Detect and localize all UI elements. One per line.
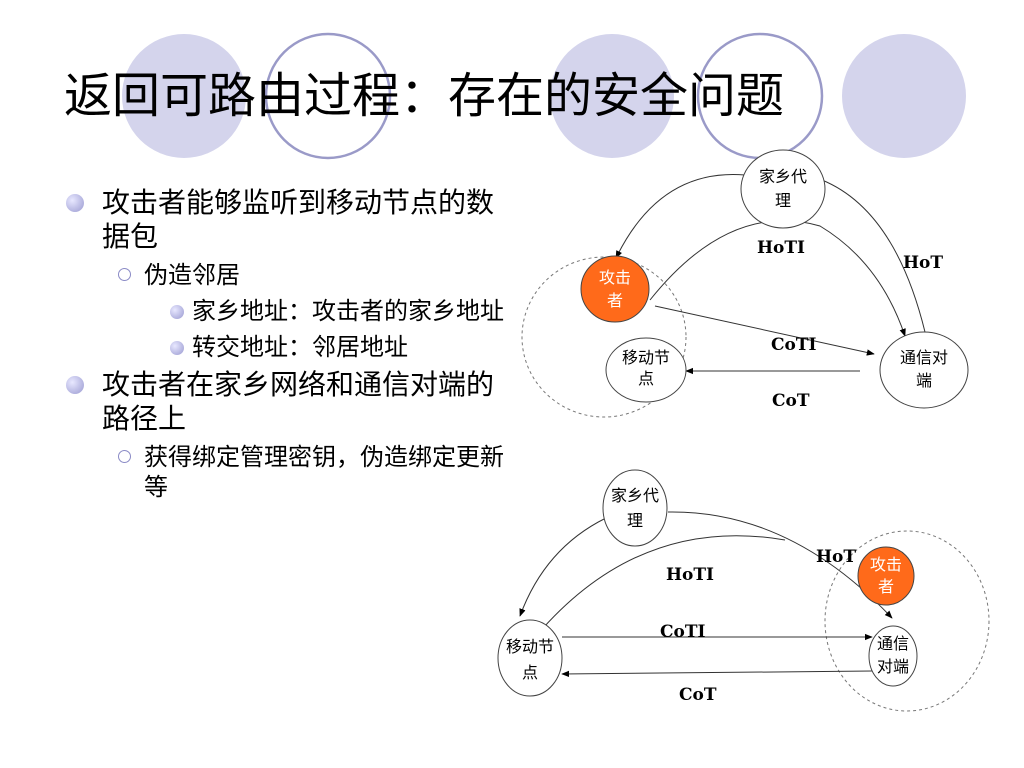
deco-circle	[122, 34, 246, 158]
edge-hot	[821, 179, 926, 333]
edge-label-hot: HoT	[903, 253, 943, 273]
deco-circle	[842, 34, 966, 158]
bullet-text: 攻击者在家乡网络和通信对端的路径上	[102, 368, 495, 435]
edge-label-cot: CoT	[772, 391, 810, 411]
correspondent-label: 通信	[877, 634, 909, 653]
attacker-label: 者	[878, 577, 894, 596]
bullet-marker-icon	[170, 341, 184, 355]
deco-circle	[550, 34, 674, 158]
attacker-network-boundary	[824, 530, 990, 712]
edge-cot	[561, 670, 873, 678]
attacker-label: 攻击	[599, 268, 631, 287]
attacker-label: 者	[607, 291, 623, 310]
attacker-network-boundary	[521, 256, 687, 418]
bullet-list: 攻击者能够监听到移动节点的数据包 伪造邻居 家乡地址：攻击者的家乡地址 转交地址…	[64, 186, 504, 508]
sub-bullet-item: 获得绑定管理密钥，伪造绑定更新等	[112, 442, 504, 502]
slide-title: 返回可路由过程：存在的安全问题	[64, 68, 785, 124]
hollow-bullet-icon	[118, 268, 131, 281]
attacker-node	[580, 255, 650, 323]
attacker-node	[857, 546, 915, 606]
correspondent-node	[868, 625, 918, 687]
bullet-text: 攻击者能够监听到移动节点的数据包	[102, 186, 495, 253]
home-agent-node	[602, 469, 668, 547]
sub-sub-bullet-item: 转交地址：邻居地址	[168, 332, 504, 362]
hollow-bullet-icon	[118, 450, 131, 463]
mobile-node-label: 点	[638, 369, 654, 388]
bullet-marker-icon	[170, 305, 184, 319]
sub-bullet-text: 获得绑定管理密钥，伪造绑定更新等	[144, 443, 504, 501]
home-agent-label: 理	[775, 191, 791, 210]
home-agent-label: 理	[627, 511, 643, 530]
diagram-top: 家乡代 理 攻击 者 移动节 点 通信对 端 HoTI HoT CoTI CoT	[521, 149, 969, 418]
bullet-item: 攻击者在家乡网络和通信对端的路径上	[64, 368, 504, 436]
sub-bullet-item: 伪造邻居	[112, 260, 504, 290]
edge-label-coti: CoTI	[771, 335, 817, 355]
correspondent-node	[879, 331, 969, 409]
attacker-label: 攻击	[870, 555, 902, 574]
deco-circle	[264, 32, 392, 160]
sub-sub-bullet-item: 家乡地址：攻击者的家乡地址	[168, 296, 504, 326]
mobile-node	[605, 337, 687, 403]
edge-coti	[654, 305, 875, 356]
bullet-marker-icon	[66, 376, 84, 394]
sub-sub-bullet-text: 家乡地址：攻击者的家乡地址	[192, 297, 504, 325]
mobile-node-label: 移动节	[622, 348, 670, 367]
sub-bullet-text: 伪造邻居	[144, 261, 240, 289]
home-agent-node	[740, 149, 826, 229]
edge-label-hoti: HoTI	[757, 238, 805, 258]
edge-hot-to-mobile	[519, 517, 607, 617]
edge-label-hot: HoT	[816, 547, 856, 567]
edge-label-coti: CoTI	[660, 622, 706, 642]
edge-hot-to-attacker	[615, 173, 746, 259]
edge-label-hoti: HoTI	[666, 565, 714, 585]
correspondent-label: 对端	[877, 657, 909, 676]
edge-label-cot: CoT	[679, 685, 717, 705]
home-agent-label: 家乡代	[759, 167, 807, 186]
mobile-node-label: 移动节	[506, 637, 554, 656]
correspondent-label: 通信对	[900, 348, 948, 367]
bullet-marker-icon	[66, 194, 84, 212]
correspondent-label: 端	[916, 371, 932, 390]
bullet-item: 攻击者能够监听到移动节点的数据包	[64, 186, 504, 254]
mobile-node	[497, 619, 563, 697]
home-agent-label: 家乡代	[611, 486, 659, 505]
edge-hoti	[649, 220, 906, 337]
edge-hoti-upper	[536, 535, 786, 636]
diagram-bottom: 家乡代 理 攻击 者 移动节 点 通信 对端 HoTI HoT CoTI CoT	[497, 469, 990, 712]
mobile-node-label: 点	[522, 663, 538, 682]
sub-sub-bullet-text: 转交地址：邻居地址	[192, 333, 408, 361]
